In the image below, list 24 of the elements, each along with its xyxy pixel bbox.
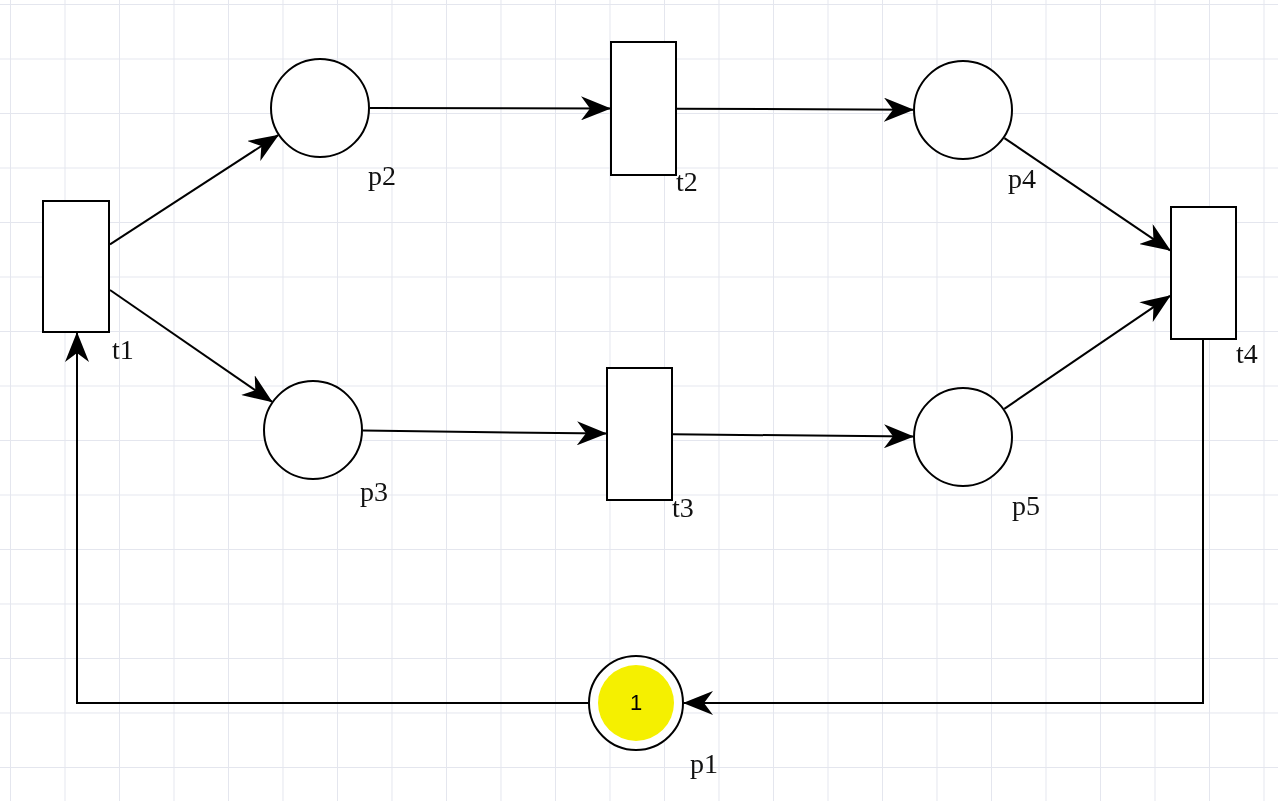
arrow — [683, 339, 1204, 715]
node-label: t1 — [112, 336, 134, 364]
arrow — [109, 289, 273, 403]
node-label: p5 — [1012, 492, 1040, 520]
arrow — [672, 424, 914, 449]
node-label: p4 — [1008, 165, 1036, 193]
arrow — [1003, 137, 1171, 252]
transition-box — [606, 367, 673, 501]
arrow — [676, 97, 914, 122]
token: 1 — [598, 665, 674, 741]
node-label: p1 — [690, 750, 718, 778]
arrow — [369, 96, 611, 121]
transition-box — [42, 200, 110, 333]
arrow — [362, 421, 607, 446]
node-label: t3 — [672, 494, 694, 522]
node-label: t4 — [1236, 340, 1258, 368]
transition-box — [1170, 206, 1237, 340]
node-label: p2 — [368, 162, 396, 190]
node-label: p3 — [360, 478, 388, 506]
arrow — [109, 134, 280, 246]
arrow — [1003, 294, 1171, 410]
arrow — [65, 332, 589, 704]
transition-box — [610, 41, 677, 176]
node-label: t2 — [676, 168, 698, 196]
